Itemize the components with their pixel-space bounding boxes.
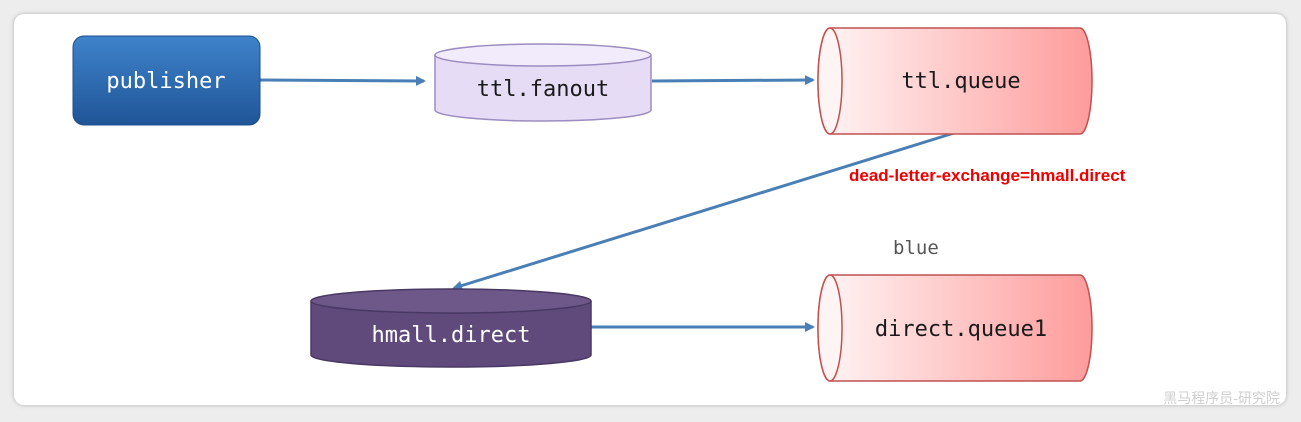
ttl-queue-label: ttl.queue <box>901 69 1020 94</box>
ttl-queue-node[interactable]: ttl.queue <box>817 27 1093 135</box>
edge-ttl-queue-to-hmall-direct <box>452 131 955 291</box>
edge-fanout-to-ttl-queue <box>651 75 815 86</box>
routing-key-label: blue <box>893 237 939 259</box>
publisher-label: publisher <box>106 69 225 94</box>
connectors <box>259 75 955 332</box>
dead-letter-exchange-annotation: dead-letter-exchange=hmall.direct <box>849 166 1126 185</box>
hmall-direct-exchange[interactable]: hmall.direct <box>310 288 592 368</box>
watermark-text: 黑马程序员-研究院 <box>1163 391 1280 407</box>
edge-publisher-to-fanout <box>259 75 426 86</box>
direct-queue1-node[interactable]: direct.queue1 <box>817 274 1093 382</box>
direct-queue1-label: direct.queue1 <box>875 317 1047 342</box>
publisher-node[interactable]: publisher <box>72 35 261 126</box>
ttl-fanout-label: ttl.fanout <box>477 77 609 102</box>
ttl-fanout-exchange[interactable]: ttl.fanout <box>434 43 652 122</box>
hmall-direct-label: hmall.direct <box>372 323 531 348</box>
